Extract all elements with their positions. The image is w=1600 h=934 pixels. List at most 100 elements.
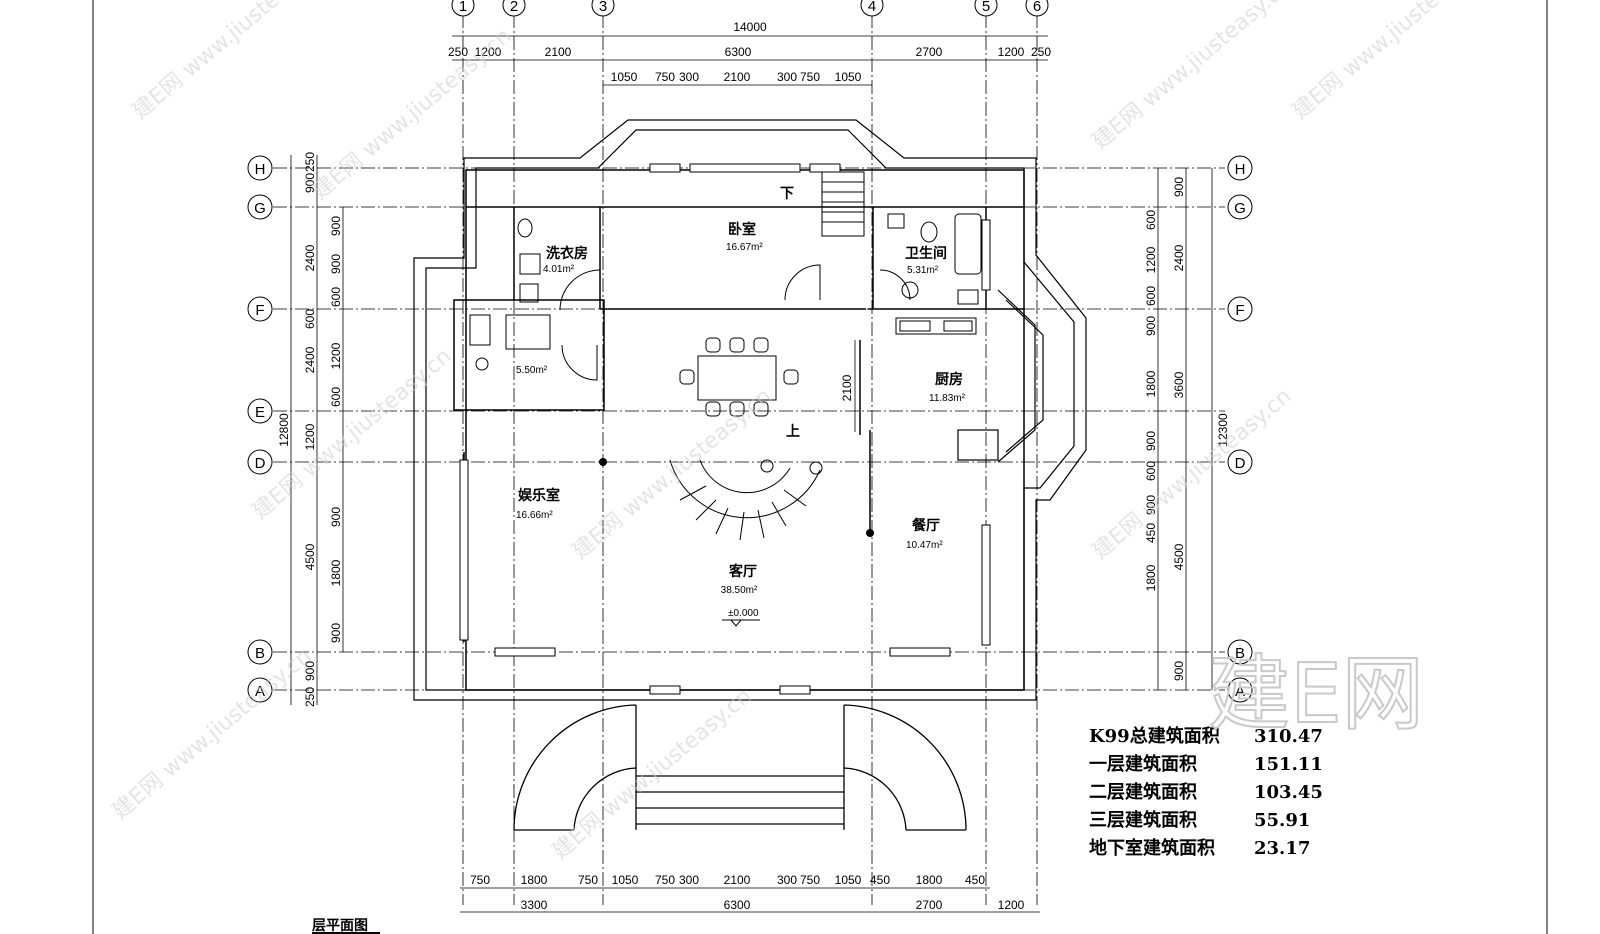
right-dimension-lines [1157,168,1213,690]
axis-label-G-right: G [1234,200,1246,217]
dim-bottom-1: 750 [470,873,490,887]
windows [459,163,991,695]
dim-top2-2: 750 [655,70,675,84]
dim-right-in-3: 600 [1144,286,1158,306]
dim-right-1: 900 [1172,177,1186,197]
big-watermark: 建E网 [1208,647,1424,742]
right-axis-markers: H G F D B A [1227,155,1253,703]
stair-up-label: 上 [786,424,800,440]
dim-top-2: 1200 [475,45,502,59]
room-name-laundry: 洗衣房 [546,245,588,262]
left-axis-markers: H G F E D B A [247,155,273,703]
axis-label-D-right: D [1235,455,1246,472]
dim-right-in-7: 600 [1144,461,1158,481]
dim-bottom-5: 750 [655,873,675,887]
front-entry [513,704,967,831]
axis-label-H-left: H [255,161,266,178]
room-name-bedroom: 卧室 [728,221,756,238]
dim-left-in-3: 600 [329,287,343,307]
dim-top-7: 250 [1031,45,1051,59]
axis-label-B-left: B [255,645,265,662]
axis-label-F-right: F [1235,302,1244,319]
dim-right-in-8: 900 [1144,495,1158,515]
room-name-dining: 餐厅 [911,517,940,534]
dim-top-4: 6300 [725,45,752,59]
dim-top-6: 1200 [998,45,1025,59]
dim-top2-1: 1050 [611,70,638,84]
spiral-stair [669,459,823,541]
dim-left-1: 900 [303,173,317,193]
top-axis-markers: 1 2 3 4 5 6 [451,0,1049,17]
doors [559,264,911,381]
room-area-storage: 5.50m² [516,365,548,376]
area-table-label-4: 地下室建筑面积 [1089,837,1215,859]
axis-label-F-left: F [255,302,264,319]
dim-bottom2-2: 6300 [724,898,751,912]
room-area-bathroom: 5.31m² [907,265,939,276]
dim-bottom-8: 300 [777,873,797,887]
axis-label-D-left: D [255,455,266,472]
area-table-label-0: K99总建筑面积 [1089,725,1220,747]
dim-top2-4: 2100 [724,70,751,84]
left-dimension-lines [290,155,344,705]
axis-label-A-left: A [255,683,265,700]
area-table-label-2: 二层建筑面积 [1089,781,1197,803]
dim-top2-3: 300 [679,70,699,84]
dim-bottom-11: 450 [870,873,890,887]
axis-label-3: 3 [599,0,607,15]
dim-right-in-5: 1800 [1144,370,1158,397]
dim-right-in-1: 600 [1144,210,1158,230]
area-table-value-3: 55.91 [1254,810,1310,831]
dim-bottom-9: 750 [800,873,820,887]
watermark-4: 建E网 www.jiusteasy.cn [1288,0,1497,125]
axis-grid-lines [273,14,1225,905]
dim-left-in-2: 900 [329,254,343,274]
room-area-recreation: 16.66m² [516,510,553,521]
dim-stair-height: 2100 [840,374,854,401]
dim-left-in-5: 600 [329,387,343,407]
watermark-2: 建E网 www.jiusteasy.cn [308,24,517,205]
dim-top-total: 14000 [733,20,767,34]
dim-left-in-4: 1200 [329,342,343,369]
room-area-bedroom: 16.67m² [726,242,763,253]
laundry-fixtures [469,314,551,371]
dim-top2-5: 300 [777,70,797,84]
kitchen-bay-window [957,289,1044,463]
dim-right-in-10: 1800 [1144,564,1158,591]
axis-label-E-left: E [255,404,265,421]
dim-bottom2-4: 1200 [998,898,1025,912]
area-table-value-4: 23.17 [1254,838,1310,859]
dim-left-5: 2400 [303,346,317,373]
axis-label-5: 5 [982,0,990,15]
bathroom-fixtures [517,213,982,305]
dim-left-in-1: 900 [329,216,343,236]
axis-label-1: 1 [459,0,467,15]
dim-right-5: 900 [1172,661,1186,681]
dim-bottom2-3: 2700 [916,898,943,912]
dim-bottom-2: 1800 [521,873,548,887]
right-dimension-texts: 12300 900 2400 3600 4500 900 600 1200 60… [1144,177,1230,681]
area-table-label-1: 一层建筑面积 [1089,753,1197,775]
dim-bottom-13: 450 [965,873,985,887]
dim-left-9: 900 [303,661,317,681]
dim-left-2: 250 [303,152,317,172]
room-area-living: 38.50m² [721,585,758,596]
dim-left-total: 12800 [277,413,291,447]
dim-right-in-2: 1200 [1144,246,1158,273]
dim-right-total: 12300 [1216,413,1230,447]
dim-left-4: 600 [303,309,317,329]
dim-bottom2-1: 3300 [521,898,548,912]
drawing-title: 层平面图 [312,918,368,934]
dim-left-in-8: 900 [329,623,343,643]
room-area-kitchen: 11.83m² [929,393,966,404]
axis-label-B-right: B [1235,645,1245,662]
dim-top2-6: 750 [800,70,820,84]
top-dimension-lines [452,35,1048,86]
area-table-value-0: 310.47 [1254,726,1323,747]
dim-bottom-10: 1050 [835,873,862,887]
axis-label-4: 4 [868,0,876,15]
dim-bottom-3: 750 [578,873,598,887]
watermark-3: 建E网 www.jiusteasy.cn [1088,0,1297,155]
kitchen-counter [895,317,977,335]
axis-label-G-left: G [254,200,266,217]
